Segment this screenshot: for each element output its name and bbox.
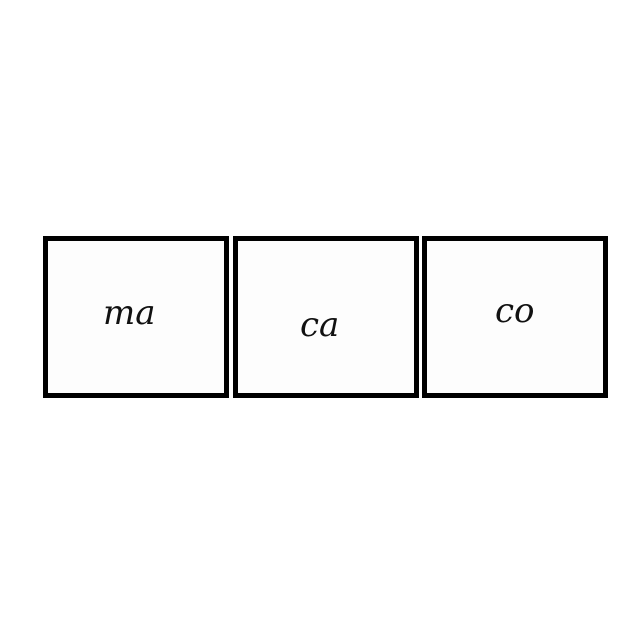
syllable-card-co: co (422, 236, 608, 398)
syllable-card-ma: ma (43, 236, 229, 398)
syllable-text: ma (103, 293, 156, 333)
syllable-card-row: ma ca co (43, 236, 608, 398)
syllable-text: ca (300, 305, 340, 345)
syllable-text: co (495, 291, 535, 331)
syllable-card-ca: ca (233, 236, 419, 398)
